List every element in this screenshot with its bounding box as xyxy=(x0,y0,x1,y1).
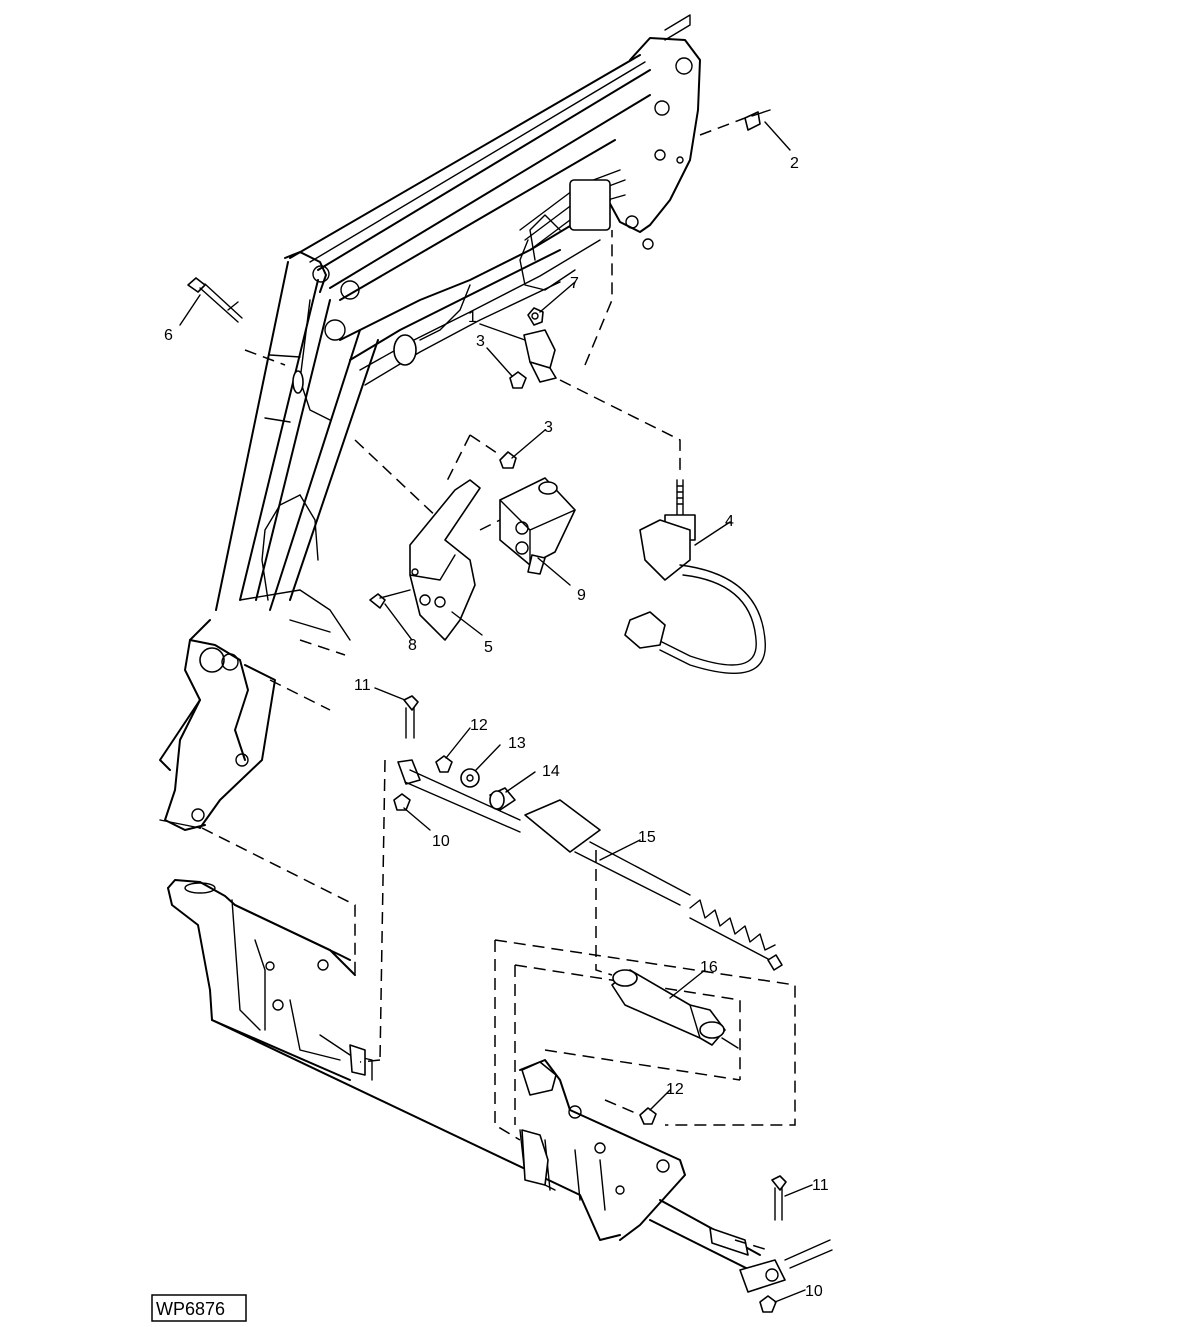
callout-15: 15 xyxy=(638,829,656,846)
nut-12-upper xyxy=(435,755,453,773)
callout-16: 16 xyxy=(700,959,718,976)
callout-2: 2 xyxy=(790,155,799,172)
nut-7 xyxy=(527,307,544,326)
callout-3-upper: 3 xyxy=(476,333,485,350)
link-rod-15 xyxy=(397,759,783,971)
callout-11-upper: 11 xyxy=(354,677,371,694)
callout-10-lower: 10 xyxy=(805,1283,823,1300)
nut-3-upper xyxy=(509,371,527,389)
callout-12-lower: 12 xyxy=(666,1081,684,1098)
washer-13 xyxy=(460,768,480,788)
bolt-8 xyxy=(369,589,411,609)
callout-4: 4 xyxy=(725,513,734,530)
nut-3-valve xyxy=(499,451,517,469)
callout-12-upper: 12 xyxy=(470,717,488,734)
nut-12-lower xyxy=(639,1107,657,1125)
bolt-11-upper xyxy=(403,695,419,739)
bracket-1 xyxy=(523,329,557,383)
callout-13: 13 xyxy=(508,735,526,752)
cylinder-16 xyxy=(611,969,739,1049)
assembly-leader-lines xyxy=(201,117,796,1251)
callout-9: 9 xyxy=(577,587,586,604)
bushing-14 xyxy=(489,787,516,811)
nut-10-lower xyxy=(759,1295,777,1313)
figure-code-box: WP6876 xyxy=(151,1294,247,1322)
callout-11-lower: 11 xyxy=(812,1177,829,1194)
valve-block-9 xyxy=(499,477,576,575)
callout-1: 1 xyxy=(468,309,477,326)
bolt-6 xyxy=(187,277,243,323)
sensor-4 xyxy=(624,479,766,674)
loader-boom xyxy=(159,14,701,831)
bolt-2 xyxy=(744,109,771,131)
callout-numbers: 2 6 7 1 3 3 4 9 5 8 11 12 13 14 10 15 16… xyxy=(164,155,829,1300)
callout-6: 6 xyxy=(164,327,173,344)
callout-8: 8 xyxy=(408,637,417,654)
callout-leaders xyxy=(179,121,813,1303)
callout-5: 5 xyxy=(484,639,493,656)
mounting-plate-5 xyxy=(409,479,481,641)
callout-14: 14 xyxy=(542,763,560,780)
callout-10-upper: 10 xyxy=(432,833,450,850)
figure-code: WP6876 xyxy=(156,1299,225,1319)
nut-10-upper xyxy=(393,793,411,811)
callout-3-valve: 3 xyxy=(544,419,553,436)
callout-7: 7 xyxy=(570,275,579,292)
bolt-11-lower xyxy=(771,1175,787,1221)
loader-mount-frame xyxy=(167,879,833,1293)
